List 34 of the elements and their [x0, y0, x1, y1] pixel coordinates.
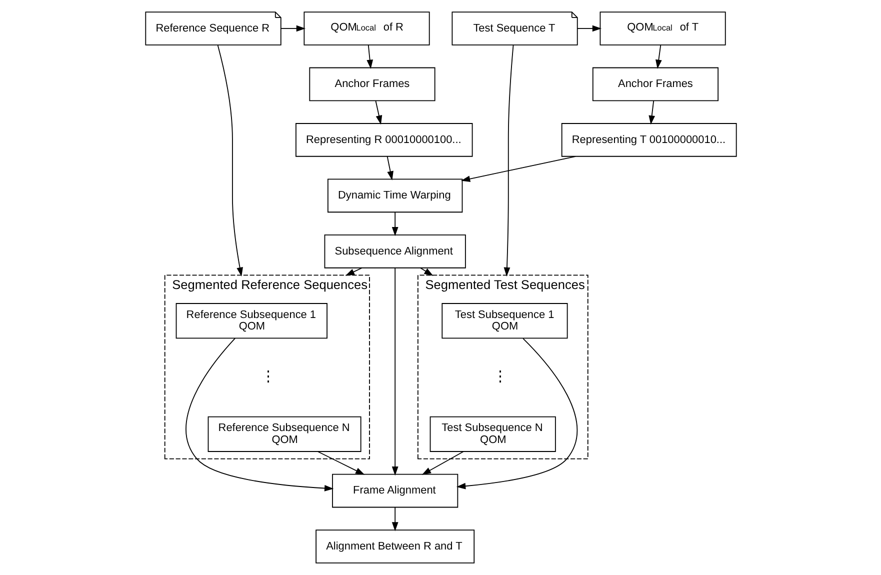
arrow — [391, 267, 398, 476]
node-box: Test Subsequence 1 QOM — [441, 303, 568, 339]
arrow — [374, 100, 382, 125]
node-box: Frame Alignment — [332, 474, 458, 508]
node-box: Reference Subsequence 1 QOM — [175, 303, 327, 339]
label: ⋮ — [260, 368, 276, 385]
arrow — [420, 268, 433, 276]
node-box: Test Subsequence N QOM — [429, 416, 556, 452]
label: ⋮ — [492, 368, 508, 385]
arrow — [216, 44, 242, 277]
node-box: Representing T 00100000010... — [560, 123, 736, 157]
node-box: Anchor Frames — [308, 67, 435, 102]
arrow — [456, 338, 578, 490]
arrow — [391, 506, 398, 532]
node-box: Representing R 00010000100... — [295, 123, 472, 157]
node-box: Anchor Frames — [592, 67, 718, 102]
arrow — [344, 268, 362, 276]
arrow — [366, 44, 373, 69]
arrow — [576, 25, 602, 32]
node-box: Alignment Between R and T — [315, 530, 474, 564]
arrow — [280, 25, 306, 32]
arrow — [655, 44, 662, 69]
arrow — [386, 156, 393, 180]
node-box: Dynamic Time Warping — [326, 178, 462, 213]
arrow — [503, 44, 514, 277]
arrow — [421, 451, 464, 475]
node-box: QOMLocal of R — [303, 12, 430, 46]
node-box: Reference Subsequence N QOM — [207, 416, 361, 452]
arrow — [460, 156, 576, 182]
arrow — [648, 100, 655, 125]
node-box: Subsequence Alignment — [324, 234, 466, 268]
arrow — [391, 212, 398, 236]
node-box: QOMLocal of T — [599, 12, 726, 46]
arrow — [185, 338, 334, 492]
